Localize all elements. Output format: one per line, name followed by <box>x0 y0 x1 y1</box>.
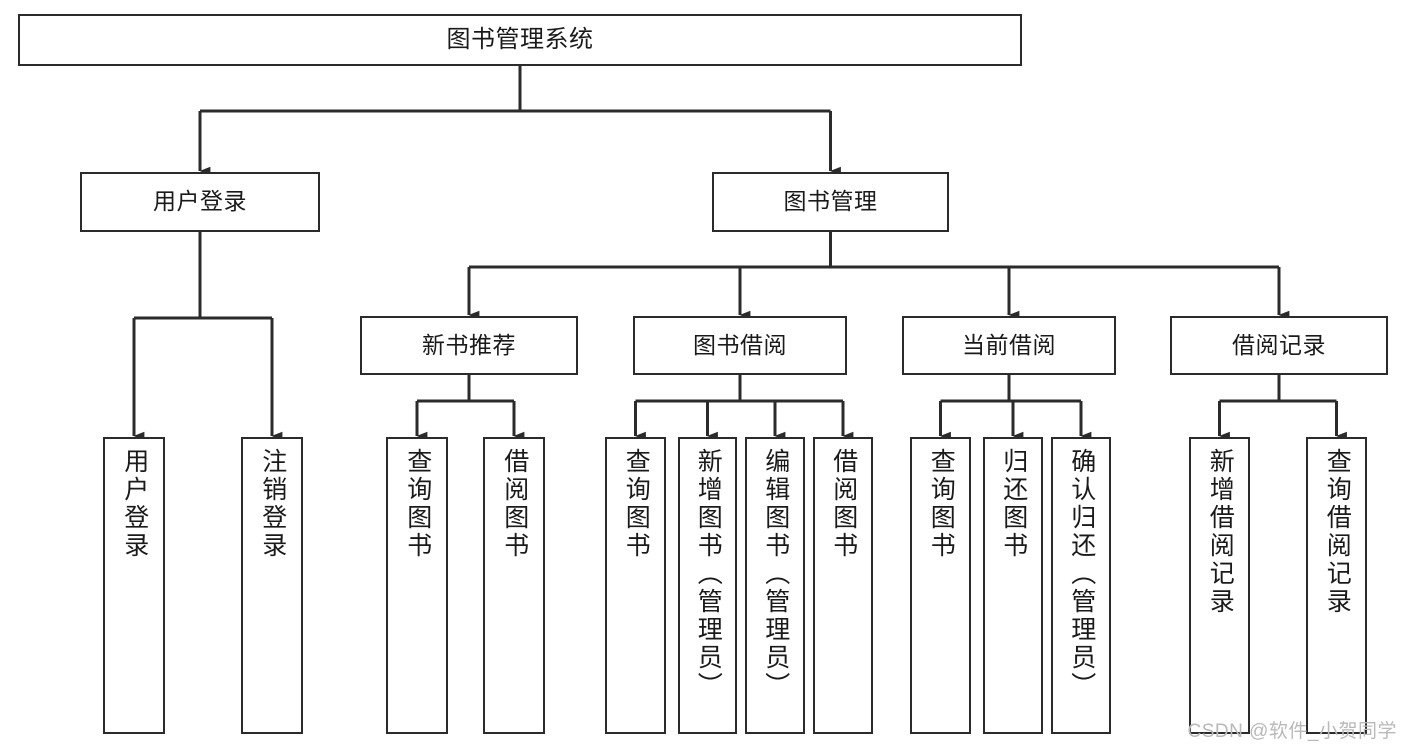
node-label: 图书管理系统 <box>446 25 594 53</box>
node-b-edit[interactable]: 编辑图书（管理员） <box>745 437 805 734</box>
node-label: 借阅图书 <box>500 448 529 560</box>
node-label: 图书借阅 <box>693 331 787 358</box>
node-label: 新增借阅记录 <box>1206 448 1235 616</box>
node-n-record[interactable]: 借阅记录 <box>1170 316 1388 375</box>
node-r-query1[interactable]: 查询图书 <box>386 437 448 734</box>
node-c-query[interactable]: 查询图书 <box>910 437 971 734</box>
node-label: 归还图书 <box>999 448 1028 560</box>
node-label: 新增图书（管理员） <box>694 448 723 700</box>
node-label: 用户登录 <box>120 448 149 560</box>
node-label: 查询图书 <box>403 448 432 560</box>
node-label: 用户登录 <box>153 188 247 215</box>
node-label: 编辑图书（管理员） <box>761 448 790 700</box>
node-r-borrow1[interactable]: 借阅图书 <box>483 437 545 734</box>
watermark-text: CSDN @软件_小贺同学 <box>1187 721 1397 742</box>
node-label: 新书推荐 <box>422 331 516 358</box>
node-root[interactable]: 图书管理系统 <box>18 14 1022 66</box>
node-c-return[interactable]: 归还图书 <box>983 437 1043 734</box>
node-label: 确认归还（管理员） <box>1067 448 1096 700</box>
node-n-borrow[interactable]: 图书借阅 <box>633 316 847 375</box>
node-n-bookmgmt[interactable]: 图书管理 <box>712 172 949 232</box>
node-b-lend[interactable]: 借阅图书 <box>813 437 873 734</box>
node-n-current[interactable]: 当前借阅 <box>902 316 1116 375</box>
node-b-add[interactable]: 新增图书（管理员） <box>678 437 737 734</box>
node-rec-query[interactable]: 查询借阅记录 <box>1306 437 1367 734</box>
node-n-newbook[interactable]: 新书推荐 <box>360 316 578 375</box>
node-label: 查询图书 <box>927 448 956 560</box>
node-label: 查询图书 <box>622 448 651 560</box>
node-label: 注销登录 <box>258 448 287 560</box>
node-c-confirm[interactable]: 确认归还（管理员） <box>1051 437 1111 734</box>
node-l-logout[interactable]: 注销登录 <box>241 437 303 734</box>
node-n-login[interactable]: 用户登录 <box>80 172 320 232</box>
node-rec-add[interactable]: 新增借阅记录 <box>1189 437 1250 734</box>
node-label: 借阅图书 <box>829 448 858 560</box>
node-label: 图书管理 <box>783 188 878 215</box>
node-b-query[interactable]: 查询图书 <box>605 437 666 734</box>
node-label: 查询借阅记录 <box>1323 448 1352 616</box>
node-l-login[interactable]: 用户登录 <box>103 437 165 734</box>
node-label: 借阅记录 <box>1232 331 1326 358</box>
node-label: 当前借阅 <box>962 331 1056 358</box>
